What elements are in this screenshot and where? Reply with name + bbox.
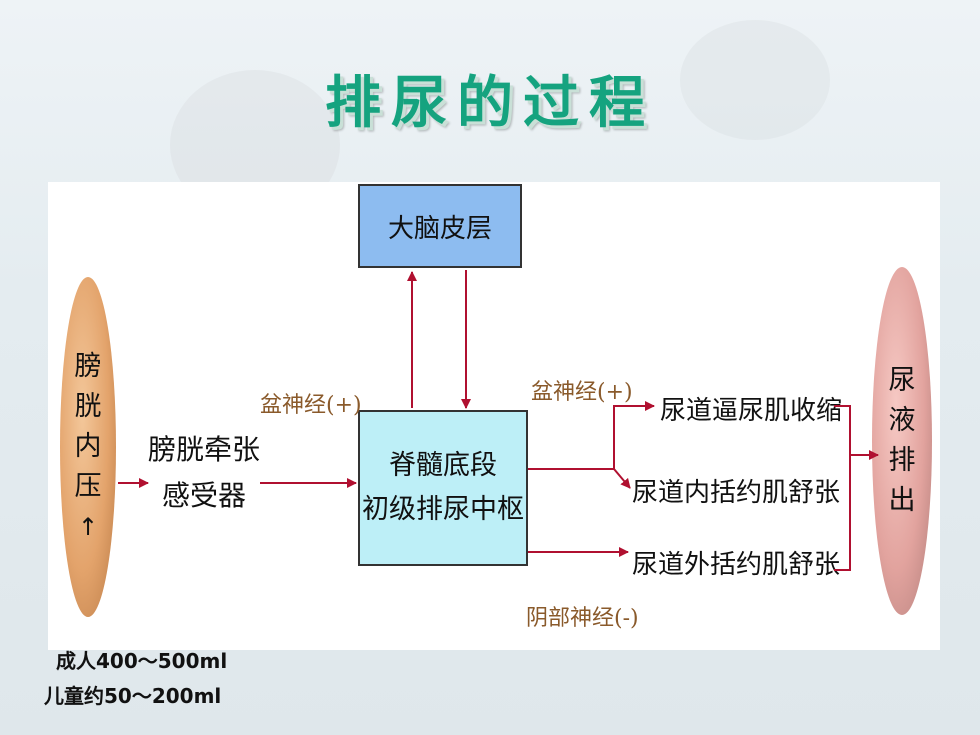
diagram-panel: 膀 胱 内 压 ↑ 尿 液 排 出 膀胱牵张 感受器 大脑皮层 脊髓底段 初级排… bbox=[48, 182, 940, 650]
cerebral-cortex-box: 大脑皮层 bbox=[358, 184, 522, 268]
adult-volume: 成人400～500ml bbox=[56, 649, 228, 673]
arrow-to-detrusor bbox=[613, 401, 655, 469]
ellipse-char: 内 bbox=[74, 431, 102, 462]
internal-sphincter-label: 尿道内括约肌舒张 bbox=[632, 478, 841, 508]
sensor-line: 感受器 bbox=[162, 479, 247, 512]
bladder-pressure-ellipse: 膀 胱 内 压 ↑ bbox=[60, 277, 116, 617]
urine-excretion-ellipse: 尿 液 排 出 bbox=[872, 267, 932, 615]
up-arrow-icon: ↑ bbox=[77, 513, 99, 541]
ellipse-char: 尿 bbox=[888, 365, 916, 396]
background-figure bbox=[680, 20, 830, 140]
spinal-center-box: 脊髓底段 初级排尿中枢 bbox=[358, 410, 528, 566]
sensor-line: 膀胱牵张 bbox=[148, 433, 261, 466]
spinal-label-line: 脊髓底段 bbox=[389, 450, 497, 481]
effector-bracket bbox=[834, 405, 851, 571]
arrow-to-internal-sphincter bbox=[613, 468, 631, 489]
external-sphincter-label: 尿道外括约肌舒张 bbox=[632, 550, 841, 580]
spinal-label-line: 初级排尿中枢 bbox=[362, 494, 524, 525]
ellipse-char: 膀 bbox=[74, 351, 102, 382]
ellipse-char: 压 bbox=[74, 471, 102, 502]
ellipse-char: 出 bbox=[888, 485, 916, 516]
ellipse-char: 液 bbox=[888, 405, 916, 436]
ellipse-char: 排 bbox=[888, 445, 916, 476]
afferent-nerve-label: 盆神经(+) bbox=[260, 393, 362, 418]
efferent-nerve-label: 盆神经(+) bbox=[531, 380, 633, 405]
stretch-receptor-label: 膀胱牵张 感受器 bbox=[148, 427, 260, 519]
detrusor-contraction-label: 尿道逼尿肌收缩 bbox=[660, 396, 843, 426]
ellipse-char: 胱 bbox=[74, 391, 102, 422]
slide-title: 排尿的过程 bbox=[325, 70, 655, 136]
child-volume: 儿童约50～200ml bbox=[44, 684, 222, 708]
flow-arrows bbox=[118, 270, 879, 571]
cortex-label: 大脑皮层 bbox=[387, 213, 492, 244]
pudendal-nerve-label: 阴部神经(-) bbox=[526, 606, 639, 631]
